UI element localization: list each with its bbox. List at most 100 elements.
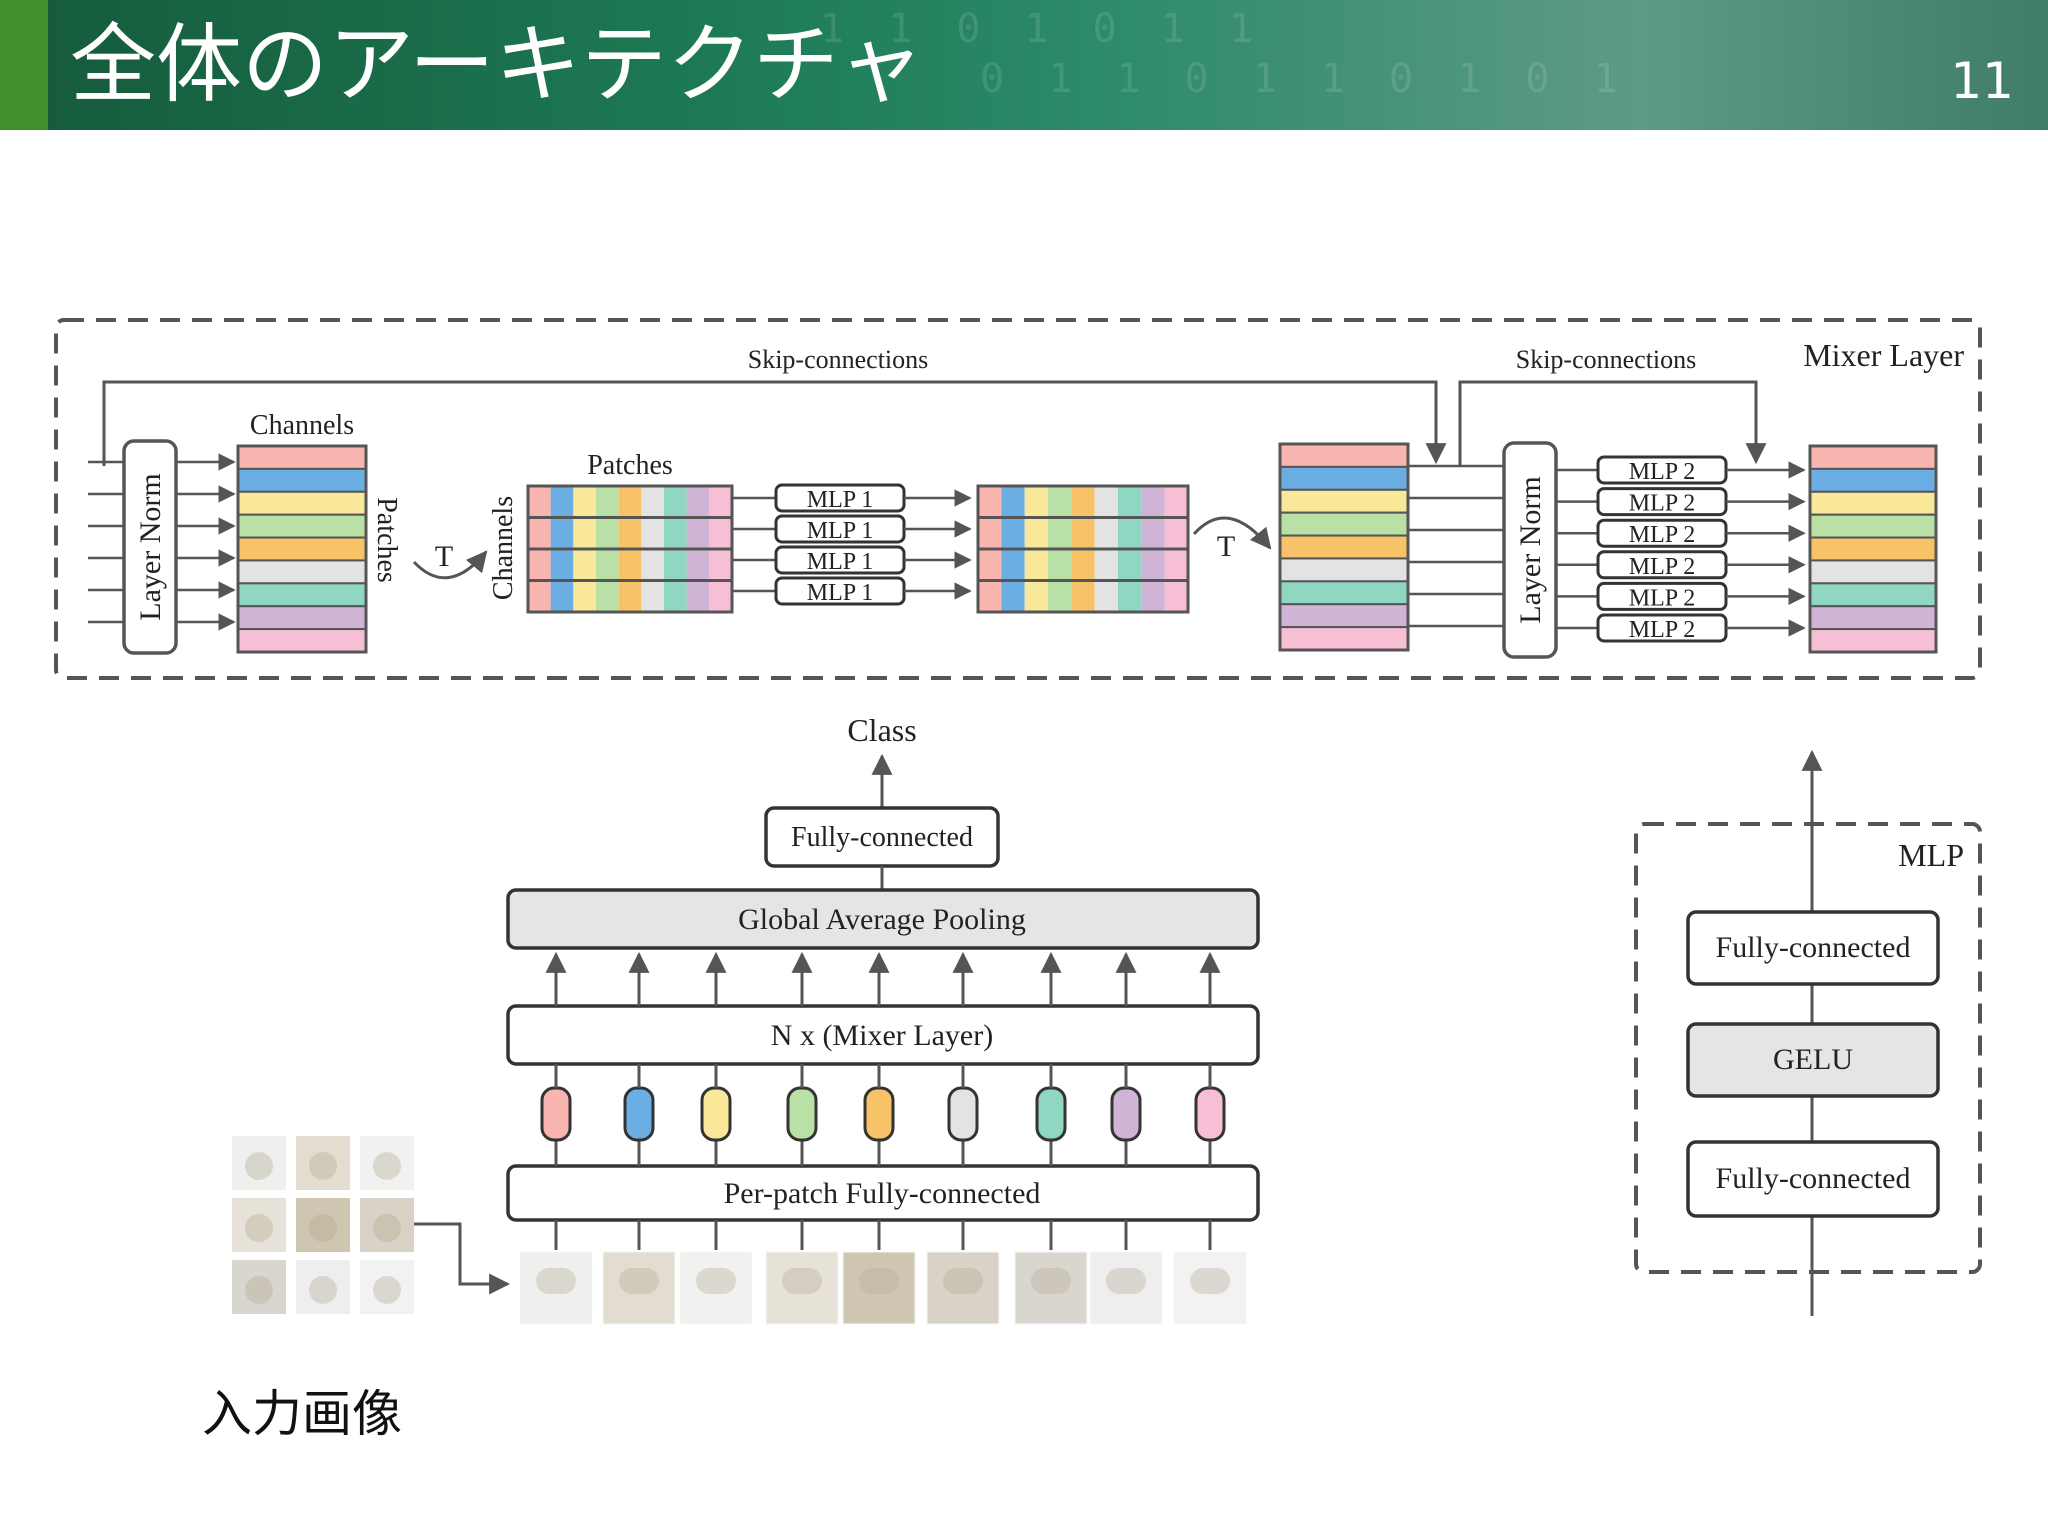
table-stripe-cell [596, 549, 619, 581]
table-stripe-cell [1001, 580, 1025, 612]
table-stripe-cell [1164, 486, 1188, 518]
table-stripe-cell [618, 580, 642, 612]
table-stripe-cell [1024, 549, 1048, 581]
table-border [1808, 444, 1938, 654]
table-to-layer-norm-lines [1408, 464, 1504, 628]
table-stripe-cell [596, 580, 619, 612]
layer-norm-output-arrows [176, 453, 236, 631]
table-stripe-cell [641, 580, 664, 612]
table-row-cell [1809, 445, 1937, 470]
mlp-fc-top-box [1686, 910, 1940, 986]
layer-norm-box [122, 439, 178, 655]
class-label: Class [847, 712, 916, 748]
table-row-cell [1809, 605, 1937, 631]
table-row-cell [237, 467, 367, 493]
table-row-cell [237, 445, 367, 470]
image-patch-content [696, 1268, 736, 1294]
table-stripe-cell [596, 486, 619, 518]
mixer-stack-label: N x (Mixer Layer) [771, 1019, 993, 1052]
skip-connection-label: Skip-connections [748, 345, 929, 374]
table-stripe-cell [1071, 549, 1095, 581]
table-stripe-cell [1048, 549, 1072, 581]
table-stripe-cell [1164, 549, 1188, 581]
mlp2-label: MLP 2 [1629, 585, 1695, 611]
table-row-cell [1279, 557, 1409, 583]
image-patch [679, 1251, 753, 1325]
table-stripe-cell [1094, 517, 1118, 549]
table-stripe-cell [1094, 580, 1118, 612]
table-stripe-cell [1094, 486, 1118, 518]
table-stripe-cell [709, 517, 732, 549]
input-image-patch [232, 1136, 286, 1190]
input-image-patch [360, 1198, 414, 1252]
table-row-cell [1279, 580, 1409, 606]
token-pill [1110, 1086, 1142, 1142]
table-stripe-cell [1118, 580, 1142, 612]
input-image-patch [296, 1260, 350, 1314]
image-patch-content [859, 1268, 899, 1294]
image-patch [1014, 1251, 1088, 1325]
table-stripe-cell [664, 549, 687, 581]
table-stripe-cell [618, 486, 642, 518]
patchify-arrow [414, 1222, 511, 1295]
mixer-stack-box [506, 1004, 1260, 1066]
header-accent-bar [0, 0, 48, 130]
mlp1-label: MLP 1 [807, 487, 873, 513]
mlp-fc-bottom-box [1686, 1140, 1940, 1218]
mlp2-label: MLP 2 [1629, 491, 1695, 517]
table-row-cell [237, 605, 367, 631]
table-border [236, 444, 368, 654]
table-stripe-cell [709, 486, 732, 518]
table-stripe-cell [528, 486, 551, 518]
table-stripe-cell [641, 517, 664, 549]
table-stripe-cell [1001, 486, 1025, 518]
table-stripe-cell [1071, 517, 1095, 549]
table-stripe-cell [1024, 486, 1048, 518]
input-image-patch-content [309, 1152, 337, 1180]
table-stripe-cell [978, 549, 1002, 581]
global-avg-pooling-label: Global Average Pooling [738, 903, 1026, 936]
table-stripe-cell [1118, 549, 1142, 581]
mlp2-label: MLP 2 [1629, 522, 1695, 548]
input-image-patch-content [309, 1276, 337, 1304]
global-avg-pooling-box [506, 888, 1260, 950]
token-pill [1194, 1086, 1226, 1142]
table-stripe-cell [978, 517, 1002, 549]
page-number: 11 [1950, 52, 2014, 110]
table-row-cell [1279, 488, 1409, 514]
image-patch-content [1106, 1268, 1146, 1294]
table-stripe-cell [641, 486, 664, 518]
input-lines [88, 460, 124, 624]
table-row-cell [1279, 534, 1409, 560]
slide-header: 1 1 0 1 0 1 1 0 1 1 0 1 1 0 1 0 1 全体のアーキ… [0, 0, 2048, 130]
transpose-arrow [412, 550, 488, 580]
image-patch [602, 1251, 676, 1325]
table-row-cell [237, 559, 367, 585]
patches-label: Patches [587, 450, 673, 481]
image-patch [1089, 1251, 1163, 1325]
channels-label: Channels [488, 496, 519, 600]
table-row-cell [237, 536, 367, 562]
image-patch-content [1031, 1268, 1071, 1294]
table-row-cell [1279, 465, 1409, 491]
table-stripe-cell [1048, 580, 1072, 612]
table-stripe-cell [573, 549, 596, 581]
skip-connection-label: Skip-connections [1516, 345, 1697, 374]
table-stripe-cell [596, 517, 619, 549]
table-stripe-cell [550, 580, 574, 612]
table-row-cell [237, 582, 367, 608]
input-image-patch-content [309, 1214, 337, 1242]
mixer-layer-frame [54, 318, 1982, 680]
mlp1-label: MLP 1 [807, 518, 873, 544]
table-stripe-cell [573, 580, 596, 612]
table-row-cell [1809, 467, 1937, 493]
table-stripe-cell [550, 517, 574, 549]
input-image-caption: 入力画像 [202, 1385, 402, 1443]
mlp1-label: MLP 1 [807, 580, 873, 606]
table-row-cell [1809, 559, 1937, 585]
token-table-before-transpose [236, 444, 368, 654]
channels-label: Channels [250, 410, 354, 441]
slide-title: 全体のアーキテクチャ [70, 15, 924, 115]
